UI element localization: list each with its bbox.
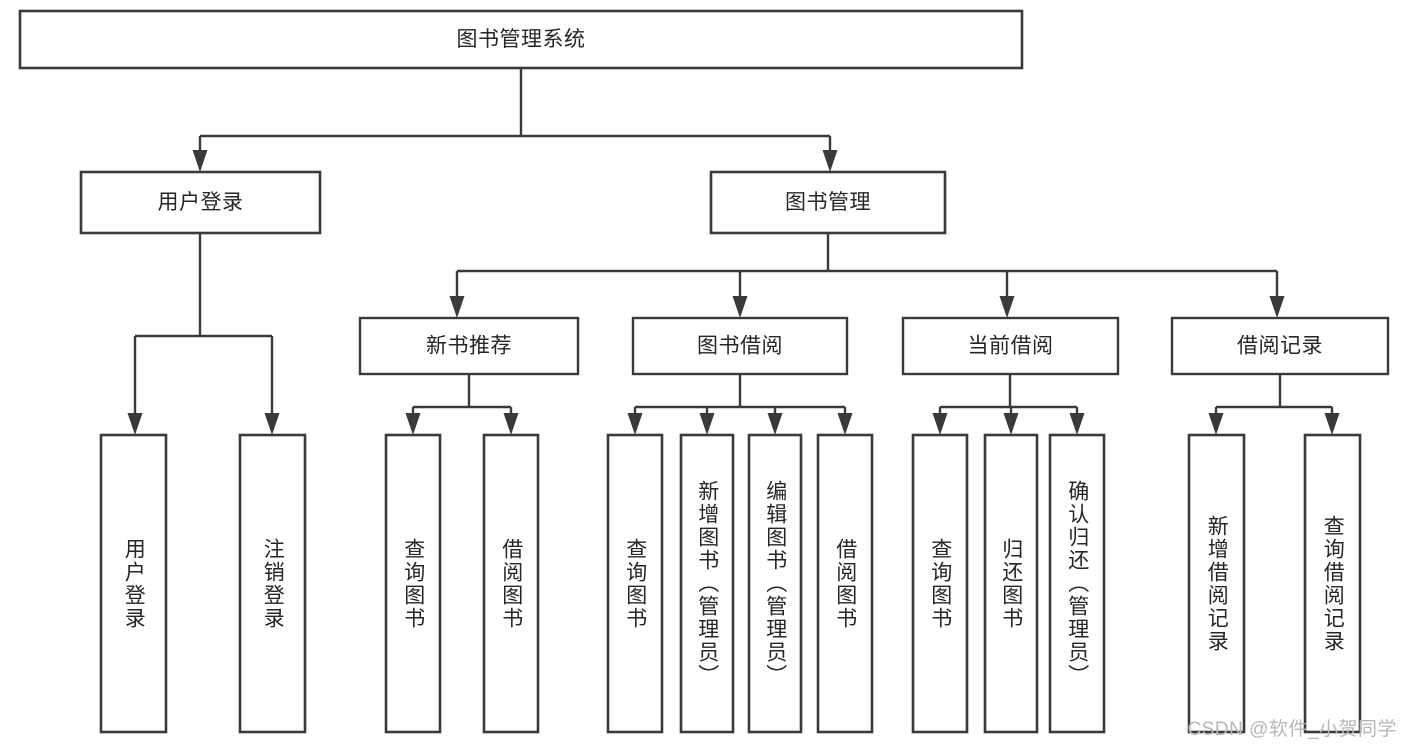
node-leaf-add-record[interactable] xyxy=(1187,433,1246,734)
node-label: 借阅记录 xyxy=(1237,335,1323,358)
node-box[interactable] xyxy=(1170,316,1390,376)
node-box[interactable] xyxy=(1048,433,1106,734)
node-leaf-query-record[interactable] xyxy=(1303,433,1362,734)
node-box[interactable] xyxy=(384,433,442,734)
arrowhead-icon xyxy=(1269,296,1285,318)
node-box[interactable] xyxy=(79,170,322,235)
node-box[interactable] xyxy=(911,433,969,734)
node-leaf-query-book-2[interactable] xyxy=(606,433,664,734)
node-leaf-user-logout[interactable] xyxy=(238,433,307,734)
node-leaf-confirm-return[interactable] xyxy=(1048,433,1106,734)
node-box[interactable] xyxy=(816,433,874,734)
arrowhead-icon xyxy=(1324,413,1340,435)
node-leaf-query-book-3[interactable] xyxy=(911,433,969,734)
arrowhead-icon xyxy=(503,413,519,435)
node-root[interactable]: 图书管理系统 xyxy=(18,9,1024,70)
node-box[interactable] xyxy=(983,433,1039,734)
node-box[interactable] xyxy=(901,316,1120,376)
node-box[interactable] xyxy=(482,433,540,734)
arrowhead-icon xyxy=(699,413,715,435)
node-user-login[interactable]: 用户登录 xyxy=(79,170,322,235)
node-label: 图书管理 xyxy=(785,191,871,214)
arrowhead-icon xyxy=(627,413,643,435)
arrowhead-icon xyxy=(1069,413,1085,435)
arrowhead-icon xyxy=(1003,413,1019,435)
arrowhead-icon xyxy=(264,413,280,435)
node-label: 图书管理系统 xyxy=(457,28,586,51)
node-book-manage[interactable]: 图书管理 xyxy=(709,170,947,235)
arrowhead-icon xyxy=(732,296,748,318)
node-box[interactable] xyxy=(747,433,803,734)
node-box[interactable] xyxy=(709,170,947,235)
node-box[interactable] xyxy=(238,433,307,734)
node-current-borrow[interactable]: 当前借阅 xyxy=(901,316,1120,376)
node-leaf-edit-book[interactable] xyxy=(747,433,803,734)
node-label: 用户登录 xyxy=(158,191,244,214)
watermark-text: CSDN @软件_小贺同学 xyxy=(1187,719,1397,740)
node-leaf-query-book-1[interactable] xyxy=(384,433,442,734)
node-box[interactable] xyxy=(631,316,849,376)
arrowhead-icon xyxy=(999,296,1015,318)
node-box[interactable] xyxy=(679,433,735,734)
node-book-borrow[interactable]: 图书借阅 xyxy=(631,316,849,376)
node-box[interactable] xyxy=(1303,433,1362,734)
node-leaf-user-login[interactable] xyxy=(99,433,168,734)
node-box[interactable] xyxy=(1187,433,1246,734)
arrowhead-icon xyxy=(127,413,143,435)
arrowhead-icon xyxy=(837,413,853,435)
node-borrow-record[interactable]: 借阅记录 xyxy=(1170,316,1390,376)
node-leaf-add-book[interactable] xyxy=(679,433,735,734)
arrowhead-icon xyxy=(192,150,208,172)
arrowhead-icon xyxy=(405,413,421,435)
node-label: 当前借阅 xyxy=(968,335,1054,358)
node-leaf-borrow-book-1[interactable] xyxy=(482,433,540,734)
node-box[interactable] xyxy=(358,316,580,376)
arrowhead-icon xyxy=(822,150,838,172)
arrowhead-icon xyxy=(449,296,465,318)
node-label: 新书推荐 xyxy=(426,335,512,358)
node-label: 图书借阅 xyxy=(697,335,783,358)
edges-layer xyxy=(127,68,1340,435)
node-box[interactable] xyxy=(18,9,1024,70)
arrowhead-icon xyxy=(767,413,783,435)
arrowhead-icon xyxy=(1208,413,1224,435)
node-new-book-rec[interactable]: 新书推荐 xyxy=(358,316,580,376)
arrowhead-icon xyxy=(932,413,948,435)
node-box[interactable] xyxy=(606,433,664,734)
node-leaf-return-book[interactable] xyxy=(983,433,1039,734)
node-box[interactable] xyxy=(99,433,168,734)
node-leaf-borrow-book-2[interactable] xyxy=(816,433,874,734)
